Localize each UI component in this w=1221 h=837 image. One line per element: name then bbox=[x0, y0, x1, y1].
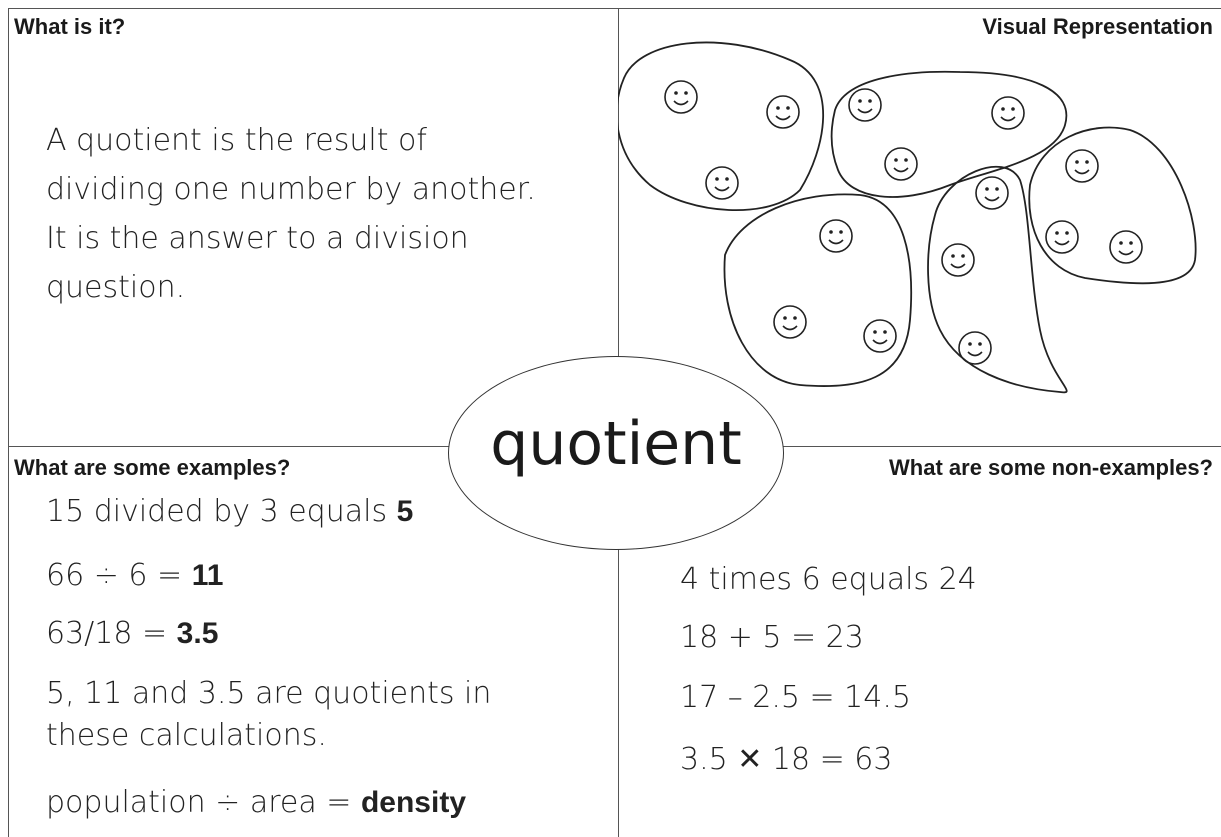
non-example-line: 4 times 6 equals 24 bbox=[680, 562, 977, 597]
smiley-face-icon bbox=[863, 319, 897, 353]
center-word: quotient bbox=[490, 409, 742, 479]
smiley-face-icon bbox=[766, 95, 800, 129]
definition-line: question. bbox=[46, 270, 186, 305]
group-outline bbox=[927, 165, 1068, 394]
example-line: population ÷ area = density bbox=[46, 785, 466, 821]
example-line: 15 divided by 3 equals 5 bbox=[46, 494, 413, 530]
note-line: these calculations. bbox=[46, 718, 327, 753]
non-example-line: 3.5 ✕ 18 = 63 bbox=[680, 742, 893, 777]
example-quotient: 3.5 bbox=[176, 617, 219, 650]
example-expression: 15 divided by 3 equals bbox=[46, 494, 397, 529]
group-outline bbox=[830, 70, 1068, 198]
smiley-face-icon bbox=[773, 305, 807, 339]
heading-visual-representation: Visual Representation bbox=[982, 14, 1213, 39]
smiley-face-icon bbox=[975, 176, 1009, 210]
example-expression: 63/18 = bbox=[46, 616, 177, 651]
group-outline bbox=[1028, 126, 1197, 285]
heading-non-examples: What are some non-examples? bbox=[889, 455, 1213, 480]
definition-text: A quotient is the result of dividing one… bbox=[46, 116, 536, 312]
heading-what-is-it: What is it? bbox=[14, 14, 126, 39]
example-expression: population ÷ area = bbox=[46, 785, 361, 820]
smiley-face-icon bbox=[941, 243, 975, 277]
definition-line: A quotient is the result of bbox=[46, 123, 427, 158]
smiley-face-icon bbox=[848, 88, 882, 122]
group-outline bbox=[618, 41, 825, 211]
definition-line: It is the answer to a division bbox=[46, 221, 469, 256]
smiley-face-icon bbox=[1109, 230, 1143, 264]
example-line: 63/18 = 3.5 bbox=[46, 616, 218, 652]
frayer-model-frame bbox=[8, 8, 1221, 837]
smiley-face-icon bbox=[819, 219, 853, 253]
note-line: 5, 11 and 3.5 are quotients in bbox=[46, 676, 492, 711]
center-ellipse bbox=[448, 356, 784, 550]
smiley-face-icon bbox=[664, 80, 698, 114]
smiley-face-icon bbox=[1045, 220, 1079, 254]
heading-examples: What are some examples? bbox=[14, 455, 291, 480]
example-line: 66 ÷ 6 = 11 bbox=[46, 558, 223, 594]
smiley-face-icon bbox=[705, 166, 739, 200]
smiley-face-icon bbox=[884, 147, 918, 181]
visual-representation-diagram bbox=[618, 41, 1197, 394]
smiley-face-icon bbox=[958, 331, 992, 365]
non-example-line: 18 + 5 = 23 bbox=[680, 620, 864, 655]
example-quotient: 5 bbox=[396, 495, 414, 528]
smiley-face-icon bbox=[1065, 149, 1099, 183]
non-example-line: 17 – 2.5 = 14.5 bbox=[680, 680, 911, 715]
smiley-face-icon bbox=[991, 96, 1025, 130]
example-quotient: density bbox=[360, 786, 466, 819]
definition-line: dividing one number by another. bbox=[46, 172, 536, 207]
group-outline bbox=[723, 193, 913, 388]
example-quotient: 11 bbox=[191, 559, 224, 592]
example-expression: 66 ÷ 6 = bbox=[46, 558, 192, 593]
